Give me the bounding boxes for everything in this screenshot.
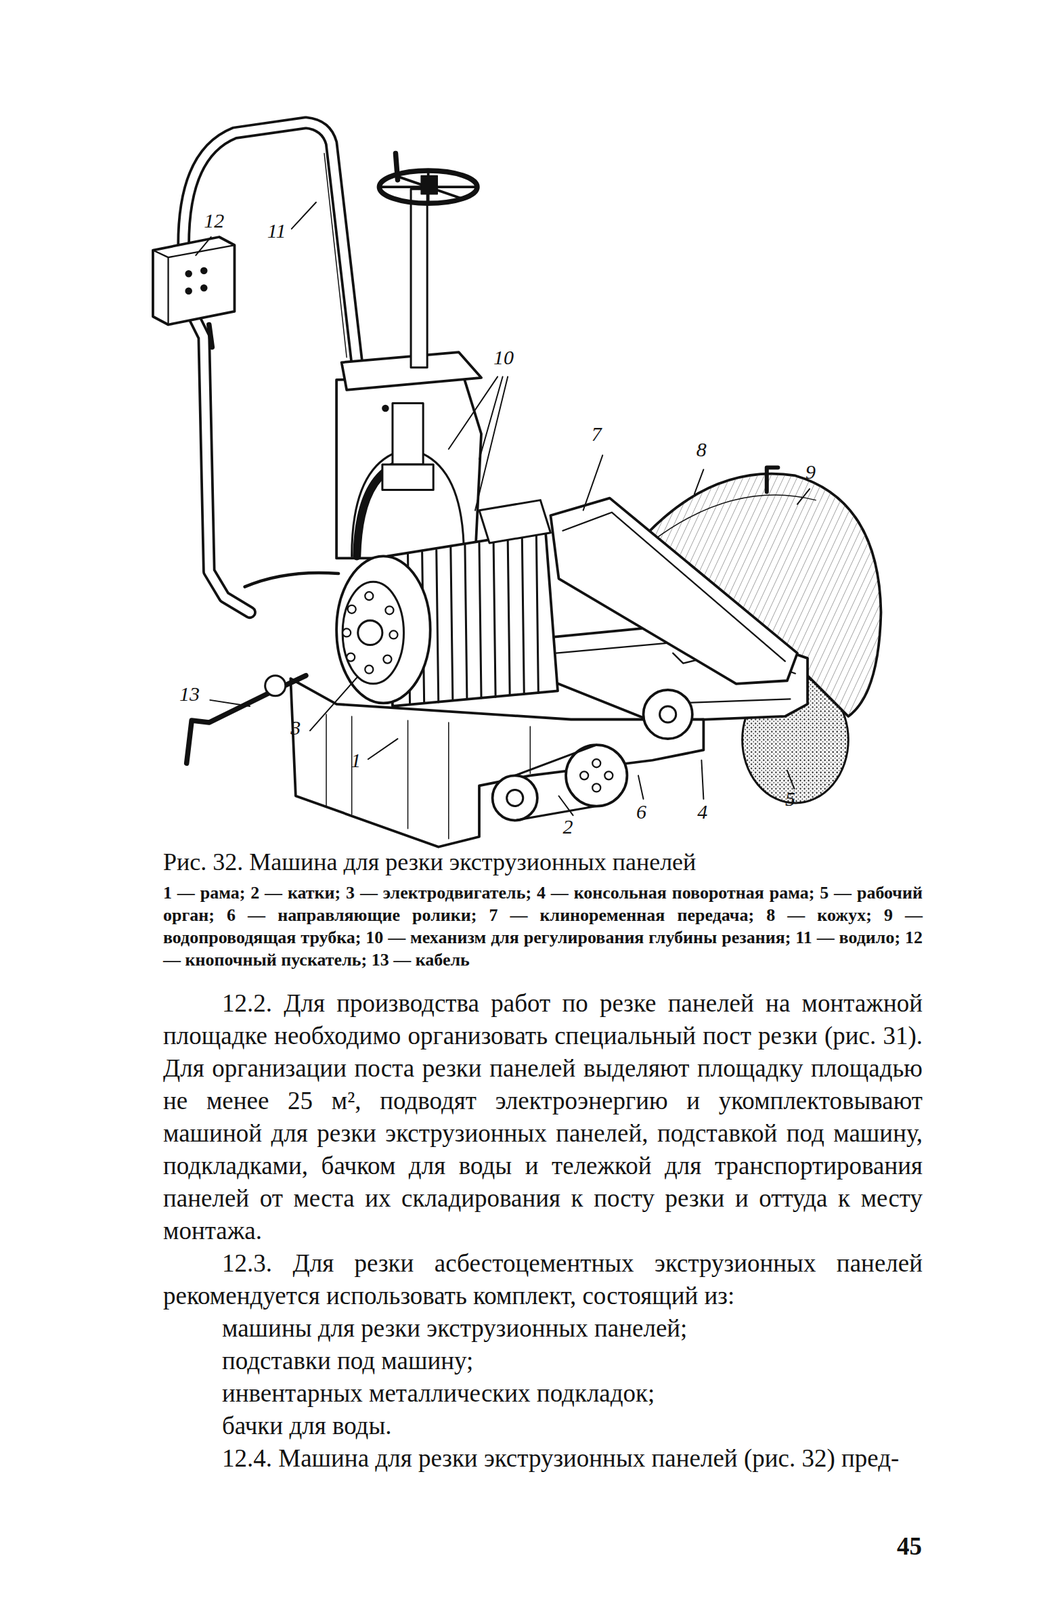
motor-holes bbox=[342, 591, 398, 674]
list-item: инвентарных металлических подкладок; bbox=[222, 1376, 923, 1410]
callout-number: 12 bbox=[203, 209, 225, 232]
handle-tube bbox=[183, 122, 357, 612]
steering-column bbox=[410, 188, 428, 368]
callout-number: 5 bbox=[785, 787, 796, 810]
starter-clamp bbox=[209, 324, 213, 348]
starter-edge bbox=[152, 245, 235, 325]
wheel-hub bbox=[421, 175, 438, 195]
motor-end-cap bbox=[336, 555, 431, 703]
list-item: подставки под машину; bbox=[222, 1344, 923, 1377]
base-frame-shade bbox=[326, 714, 530, 839]
paragraph: 12.3. Для резки асбестоцементных экструз… bbox=[163, 1246, 923, 1312]
guard-rim bbox=[652, 494, 816, 541]
guide-roller-hub bbox=[659, 705, 677, 723]
mechanism-arch bbox=[351, 448, 465, 556]
cable-gland bbox=[265, 675, 286, 696]
list-item: бачки для воды. bbox=[222, 1409, 923, 1442]
drawing bbox=[152, 122, 882, 847]
callout-number: 9 bbox=[805, 460, 816, 483]
terminal-box bbox=[479, 500, 551, 543]
track bbox=[515, 744, 598, 820]
callout-number: 11 bbox=[267, 219, 287, 242]
figure-caption: Рис. 32. Машина для резки экструзионных … bbox=[163, 847, 923, 876]
paragraph: 12.2. Для производства работ по резке па… bbox=[163, 986, 923, 1247]
handle-bar bbox=[245, 572, 340, 587]
paragraph: 12.4. Машина для резки экструзионных пан… bbox=[163, 1441, 923, 1475]
list-item: машины для резки экструзионных панелей; bbox=[222, 1311, 923, 1345]
base-frame bbox=[290, 678, 704, 847]
water-tube bbox=[766, 467, 779, 492]
steering-wheel bbox=[379, 170, 478, 204]
belt-guard-edge bbox=[563, 512, 786, 662]
callout-number: 4 bbox=[697, 800, 708, 823]
callout-number: 10 bbox=[493, 346, 514, 369]
motor-end-ring bbox=[342, 581, 404, 684]
text-column: 12.2. Для производства работ по резке па… bbox=[163, 986, 923, 1475]
wheel-knob bbox=[395, 152, 398, 180]
roller bbox=[492, 775, 538, 820]
callout-number: 1 bbox=[350, 749, 361, 771]
handle-tube bbox=[183, 122, 357, 612]
belt-guard bbox=[550, 498, 798, 684]
bolt bbox=[382, 405, 389, 412]
roller-holes bbox=[580, 758, 613, 792]
roller bbox=[565, 744, 627, 806]
callout-number: 2 bbox=[563, 815, 574, 838]
starter-buttons bbox=[185, 267, 208, 294]
page-number: 45 bbox=[896, 1531, 922, 1561]
callout-number: 8 bbox=[696, 438, 707, 461]
callout-number: 13 bbox=[179, 682, 200, 705]
cable bbox=[186, 675, 306, 764]
guide-roller bbox=[643, 689, 693, 739]
depth-mechanism bbox=[336, 377, 482, 559]
handle-shade bbox=[324, 152, 347, 357]
callout-number: 7 bbox=[591, 423, 602, 445]
motor-shaft bbox=[358, 620, 383, 645]
screw-sleeve bbox=[392, 403, 424, 465]
screw-nut bbox=[382, 464, 434, 491]
leader-lines bbox=[195, 202, 810, 815]
part-list: 1 — рама; 2 — катки; 3 — электродвигател… bbox=[163, 881, 923, 971]
callout-number: 6 bbox=[636, 800, 647, 823]
callout-number: 3 bbox=[290, 716, 301, 739]
roller-hub bbox=[506, 789, 524, 806]
wheel-spokes bbox=[379, 170, 478, 204]
push-button-starter bbox=[152, 236, 235, 325]
